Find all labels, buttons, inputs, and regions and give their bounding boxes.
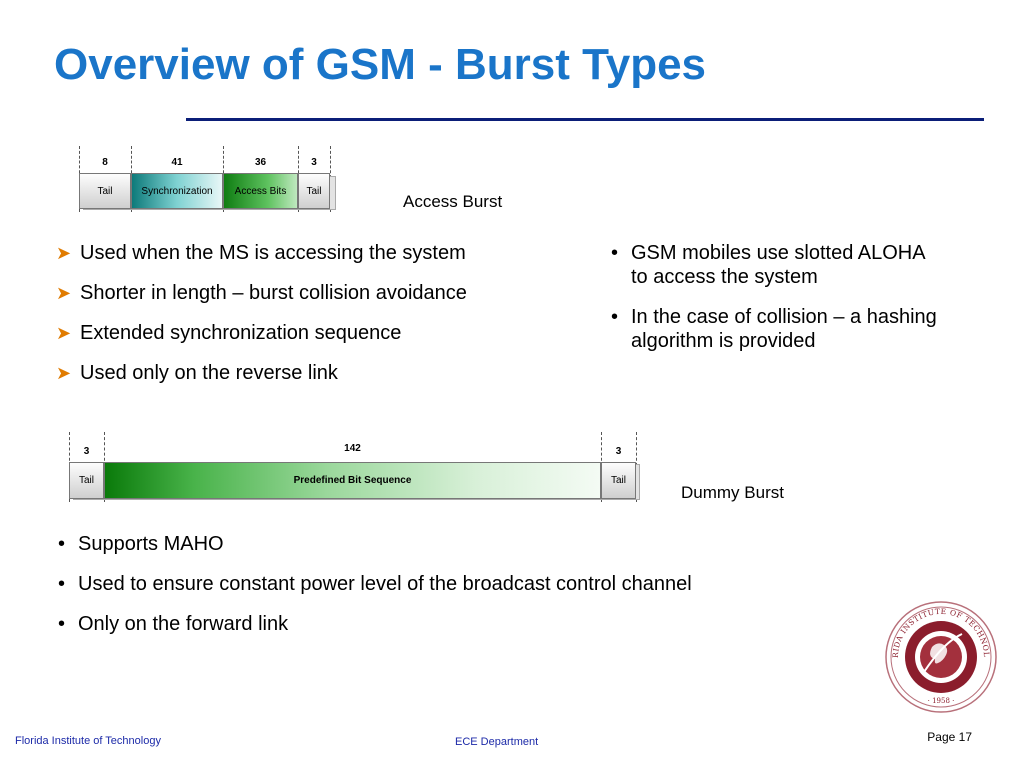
access-burst-bullets: ➤Used when the MS is accessing the syste… <box>54 241 544 401</box>
segment-bits: 3 <box>615 446 622 457</box>
bullet-icon: • <box>58 573 66 595</box>
arrow-bullet-icon: ➤ <box>56 323 72 343</box>
tail-segment: Tail <box>69 462 104 499</box>
arrow-bullet-icon: ➤ <box>56 283 72 303</box>
footer-institution: Florida Institute of Technology <box>15 735 161 747</box>
segment-bits: 36 <box>254 157 267 168</box>
predefined-bit-sequence-segment: Predefined Bit Sequence <box>104 462 601 499</box>
segment-bits: 3 <box>311 157 317 168</box>
title-divider <box>186 118 984 121</box>
list-item: •In the case of collision – a hashing al… <box>611 306 937 352</box>
list-item: •Used to ensure constant power level of … <box>58 573 692 595</box>
segment-bits: 41 <box>171 157 183 168</box>
university-seal-logo: · 1958 · FLORIDA INSTITUTE OF TECHNOLOGY <box>884 600 997 713</box>
segment-bits: 3 <box>83 446 90 457</box>
bullet-icon: • <box>58 613 66 635</box>
svg-text:· 1958 ·: · 1958 · <box>928 697 955 705</box>
footer-department: ECE Department <box>455 736 539 748</box>
list-item: ➤Shorter in length – burst collision avo… <box>56 282 467 304</box>
list-item: •GSM mobiles use slotted ALOHA to access… <box>611 242 925 288</box>
list-item: ➤Used when the MS is accessing the syste… <box>56 242 466 264</box>
arrow-bullet-icon: ➤ <box>56 243 72 263</box>
list-item: •Supports MAHO <box>58 533 224 555</box>
tail-segment: Tail <box>601 462 636 499</box>
bullet-icon: • <box>611 306 619 328</box>
list-item: ➤Extended synchronization sequence <box>56 322 402 344</box>
synchronization-segment: Synchronization <box>131 173 223 209</box>
access-burst-caption: Access Burst <box>403 192 503 211</box>
list-item: •Only on the forward link <box>58 613 289 635</box>
access-burst-notes: •GSM mobiles use slotted ALOHA to access… <box>607 241 937 353</box>
tail-segment: Tail <box>79 173 131 209</box>
list-item: ➤Used only on the reverse link <box>56 362 338 384</box>
segment-bits: 8 <box>102 157 108 168</box>
dummy-burst-caption: Dummy Burst <box>681 483 784 502</box>
tail-segment: Tail <box>298 173 330 209</box>
bullet-icon: • <box>611 242 619 264</box>
page-number: Page 17 <box>927 730 972 744</box>
slide-title: Overview of GSM - Burst Types <box>54 40 707 89</box>
segment-bits: 142 <box>344 443 361 454</box>
arrow-bullet-icon: ➤ <box>56 363 72 383</box>
access-bits-segment: Access Bits <box>223 173 298 209</box>
bullet-icon: • <box>58 533 66 555</box>
dummy-burst-bullets: •Supports MAHO •Used to ensure constant … <box>54 532 834 636</box>
